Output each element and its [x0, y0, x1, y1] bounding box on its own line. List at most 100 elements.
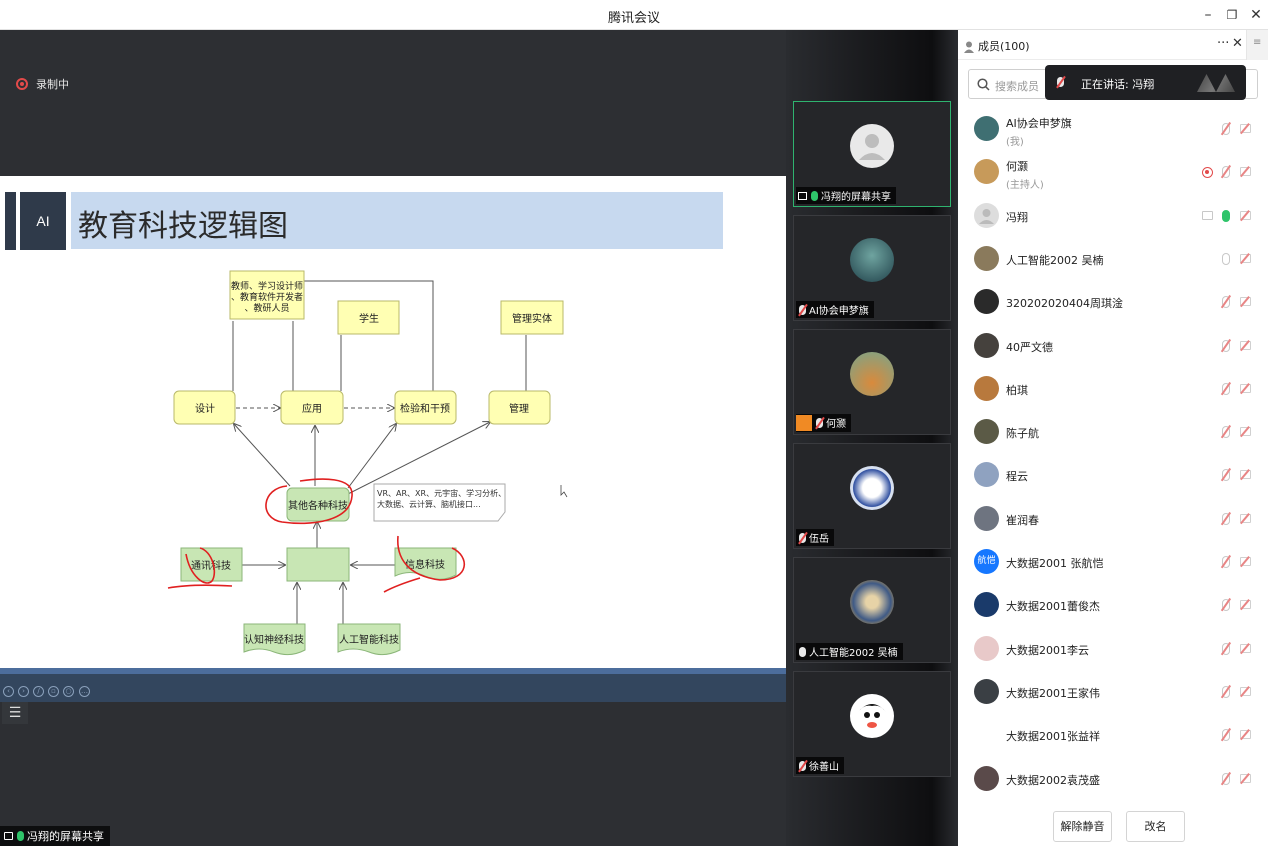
members-title: 成员(100) [978, 40, 1030, 53]
mic-muted-icon[interactable] [1222, 426, 1230, 438]
camera-off-icon[interactable] [1240, 254, 1251, 263]
avatar [974, 679, 999, 704]
video-tile[interactable]: 冯翔的屏幕共享 [793, 101, 951, 207]
mic-muted-icon [799, 761, 806, 771]
member-name: 320202020404周琪淦 [1006, 297, 1123, 310]
screen-share-icon [798, 192, 807, 200]
avatar [850, 580, 894, 624]
member-row[interactable]: 大数据2001蕾俊杰 [958, 584, 1258, 627]
window-titlebar: 腾讯会议 – ❐ ✕ [0, 0, 1268, 30]
page-icon[interactable]: ▫ [48, 686, 59, 697]
camera-off-icon[interactable] [1240, 427, 1251, 436]
node-teachers-label-1: 教师、学习设计师 [231, 280, 303, 292]
member-row[interactable]: 大数据2001李云 [958, 628, 1258, 671]
record-icon [16, 78, 28, 90]
camera-off-icon[interactable] [1240, 384, 1251, 393]
mic-icon[interactable] [1222, 210, 1230, 222]
member-row[interactable]: 人工智能2002 吴楠 [958, 238, 1258, 281]
member-row[interactable]: 崔润春 [958, 498, 1258, 541]
mic-muted-icon[interactable] [1222, 513, 1230, 525]
video-tile[interactable]: 人工智能2002 吴楠 [793, 557, 951, 663]
close-panel-button[interactable]: ✕ [1232, 36, 1243, 51]
member-row[interactable]: 陈子航 [958, 411, 1258, 454]
member-row[interactable]: 航恺大数据2001 张航恺 [958, 541, 1258, 584]
node-teachers [229, 270, 305, 320]
minimize-button[interactable]: – [1204, 7, 1212, 23]
camera-off-icon[interactable] [1240, 644, 1251, 653]
mic-muted-icon[interactable] [1222, 686, 1230, 698]
member-row[interactable]: 程云 [958, 454, 1258, 497]
video-tile[interactable]: 何灏 [793, 329, 951, 435]
member-row[interactable]: 40严文德 [958, 325, 1258, 368]
mic-muted-icon[interactable] [1222, 296, 1230, 308]
mic-icon[interactable] [1222, 253, 1230, 265]
mic-muted-icon[interactable] [1222, 599, 1230, 611]
camera-off-icon[interactable] [1240, 297, 1251, 306]
avatar [974, 592, 999, 617]
mic-muted-icon[interactable] [1222, 469, 1230, 481]
mic-muted-icon[interactable] [1222, 773, 1230, 785]
node-mgmt-entity-label: 管理实体 [512, 312, 552, 325]
screen-share-label: 冯翔的屏幕共享 [0, 826, 110, 846]
video-name: 徐善山 [809, 762, 839, 773]
member-name: 40严文德 [1006, 341, 1053, 354]
member-row[interactable]: AI协会申梦旗(我) [958, 108, 1258, 151]
avatar [974, 376, 999, 401]
avatar [974, 246, 999, 271]
camera-off-icon[interactable] [1240, 557, 1251, 566]
video-tile[interactable]: 徐善山 [793, 671, 951, 777]
video-name: 何灏 [826, 419, 846, 430]
restore-button[interactable]: ❐ [1226, 8, 1238, 22]
next-slide-icon[interactable]: › [18, 686, 29, 697]
avatar [850, 352, 894, 396]
camera-off-icon[interactable] [1240, 211, 1251, 220]
side-menu-strip[interactable]: ≡ [1246, 30, 1268, 60]
mic-on-icon [811, 191, 818, 201]
node-comm-tech-label: 通讯科技 [191, 559, 231, 572]
member-row[interactable]: 大数据2001张益祥 [958, 714, 1258, 757]
prev-slide-icon[interactable]: ‹ [3, 686, 14, 697]
avatar [974, 722, 999, 747]
more-button[interactable]: ··· [1217, 36, 1230, 51]
node-manage-label: 管理 [509, 402, 529, 415]
mic-muted-icon[interactable] [1222, 556, 1230, 568]
logo-icon [1197, 74, 1235, 92]
camera-off-icon[interactable] [1240, 600, 1251, 609]
node-apply [280, 390, 344, 425]
mic-muted-icon[interactable] [1222, 166, 1230, 178]
mic-muted-icon[interactable] [1222, 340, 1230, 352]
camera-off-icon[interactable] [1240, 730, 1251, 739]
camera-off-icon[interactable] [1240, 470, 1251, 479]
camera-off-icon[interactable] [1240, 514, 1251, 523]
mic-on-icon [17, 831, 24, 841]
pen-icon[interactable]: / [33, 686, 44, 697]
mic-muted-icon[interactable] [1222, 383, 1230, 395]
camera-off-icon[interactable] [1240, 167, 1251, 176]
video-name-tag: 伍岳 [796, 529, 834, 546]
video-tile[interactable]: 伍岳 [793, 443, 951, 549]
more-options-icon[interactable]: … [79, 686, 90, 697]
node-inspect-label: 检验和干预 [400, 402, 450, 415]
camera-off-icon[interactable] [1240, 124, 1251, 133]
camera-off-icon[interactable] [1240, 341, 1251, 350]
menu-icon[interactable]: ≡ [1253, 37, 1262, 48]
member-row[interactable]: 冯翔 [958, 195, 1258, 238]
mic-muted-icon[interactable] [1222, 643, 1230, 655]
slide-badge [20, 192, 66, 250]
camera-off-icon[interactable] [1240, 774, 1251, 783]
mic-muted-icon[interactable] [1222, 729, 1230, 741]
member-row[interactable]: 大数据2002袁茂盛 [958, 758, 1258, 801]
screen-share-icon [1202, 211, 1213, 220]
close-button[interactable]: ✕ [1250, 7, 1262, 23]
video-tile[interactable]: AI协会申梦旗 [793, 215, 951, 321]
unmute-all-button[interactable]: 解除静音 [1053, 811, 1112, 842]
member-row[interactable]: 320202020404周琪淦 [958, 281, 1258, 324]
camera-off-icon[interactable] [1240, 687, 1251, 696]
member-row[interactable]: 大数据2001王家伟 [958, 671, 1258, 714]
rename-button[interactable]: 改名 [1126, 811, 1185, 842]
zoom-icon[interactable]: ○ [63, 686, 74, 697]
list-menu-button[interactable]: ☰ [2, 702, 28, 724]
mic-muted-icon[interactable] [1222, 123, 1230, 135]
member-row[interactable]: 柏琪 [958, 368, 1258, 411]
member-row[interactable]: 何灏(主持人) [958, 151, 1258, 194]
